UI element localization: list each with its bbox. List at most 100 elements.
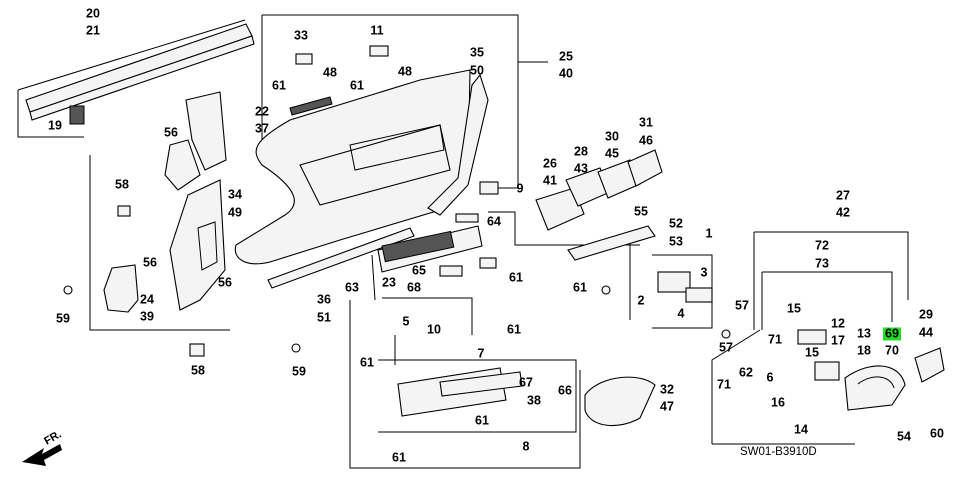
callout: 17 — [831, 333, 845, 348]
callout: 67 — [519, 375, 533, 390]
callout: 61 — [350, 78, 364, 93]
callout: 59 — [292, 364, 306, 379]
callout: 46 — [639, 133, 653, 148]
callout: 28 — [574, 144, 588, 159]
callout: 32 — [660, 382, 674, 397]
callout: 56 — [143, 255, 157, 270]
callout: 7 — [477, 346, 485, 361]
callout: 40 — [559, 66, 573, 81]
pillar-trim-part — [164, 73, 489, 216]
callout: 49 — [228, 205, 242, 220]
callout: 61 — [272, 78, 286, 93]
callout: 5 — [402, 314, 410, 329]
callout: 55 — [634, 204, 648, 219]
callout: 16 — [771, 395, 785, 410]
callout: 4 — [677, 306, 685, 321]
callout: 43 — [574, 161, 588, 176]
callout: 22 — [255, 104, 269, 119]
callout: 19 — [48, 118, 62, 133]
callout: 39 — [140, 309, 154, 324]
callout: 48 — [398, 64, 412, 79]
callout: 59 — [56, 311, 70, 326]
callout: 27 — [836, 188, 850, 203]
callout: 33 — [294, 28, 308, 43]
callout: 8 — [522, 439, 530, 454]
callout: 12 — [831, 316, 845, 331]
door-panel-part — [234, 69, 471, 289]
callout: 21 — [86, 23, 100, 38]
inside-handle-part — [657, 271, 945, 411]
callout: 57 — [735, 298, 749, 313]
callout: 61 — [360, 355, 374, 370]
callout: 1 — [705, 226, 713, 241]
callout: 61 — [509, 270, 523, 285]
callout-highlighted: 69 — [883, 326, 901, 341]
callout: 2 — [637, 293, 645, 308]
callout: 72 — [815, 238, 829, 253]
callout: 30 — [605, 129, 619, 144]
callout: 9 — [516, 181, 524, 196]
callout: 18 — [857, 343, 871, 358]
callout: 15 — [805, 345, 819, 360]
callout: 37 — [255, 121, 269, 136]
callout: 62 — [739, 365, 753, 380]
callout: 61 — [507, 322, 521, 337]
callout: 61 — [392, 450, 406, 465]
callout: 48 — [323, 65, 337, 80]
door-pocket-part — [103, 179, 226, 313]
callout: 57 — [719, 340, 733, 355]
callout: 73 — [815, 256, 829, 271]
callout: 71 — [768, 332, 782, 347]
callout: 54 — [897, 429, 911, 444]
switch-panel-part — [377, 225, 523, 417]
callout: 38 — [527, 393, 541, 408]
callout: 58 — [191, 363, 205, 378]
callout: 61 — [475, 413, 489, 428]
front-arrow-icon — [22, 444, 62, 466]
callout: 42 — [836, 205, 850, 220]
callout: 15 — [787, 301, 801, 316]
callout: 25 — [559, 49, 573, 64]
callout: 13 — [857, 326, 871, 341]
callout: 63 — [345, 280, 359, 295]
callout: 26 — [543, 156, 557, 171]
callout: 35 — [470, 45, 484, 60]
callout: 61 — [573, 280, 587, 295]
trim-pieces — [535, 149, 663, 261]
callout: 6 — [766, 370, 774, 385]
callout: 70 — [885, 343, 899, 358]
callout: 11 — [370, 23, 384, 38]
fasteners — [63, 45, 731, 357]
callout: 31 — [639, 115, 653, 130]
callout: 24 — [140, 292, 154, 307]
callout: 60 — [930, 426, 944, 441]
callout: 68 — [407, 280, 421, 295]
weatherstrip-part — [17, 19, 255, 138]
callout: 50 — [470, 63, 484, 78]
callout: 66 — [558, 383, 572, 398]
callout: 20 — [86, 6, 100, 21]
callout: 3 — [700, 265, 708, 280]
callout: 47 — [660, 399, 674, 414]
callout: 53 — [669, 234, 683, 249]
callout: 56 — [218, 275, 232, 290]
callout: 45 — [605, 146, 619, 161]
callout: 29 — [919, 307, 933, 322]
diagram-code: SW01-B3910D — [740, 446, 817, 458]
callout: 56 — [164, 125, 178, 140]
callout: 23 — [382, 275, 396, 290]
callout: 52 — [669, 216, 683, 231]
callout: 71 — [717, 377, 731, 392]
callout: 51 — [317, 310, 331, 325]
callout: 10 — [427, 322, 441, 337]
callout: 36 — [317, 292, 331, 307]
callout: 14 — [794, 422, 808, 437]
callout: 44 — [919, 325, 933, 340]
speaker-grill-part — [584, 376, 656, 427]
callout: 65 — [412, 263, 426, 278]
callout: 64 — [487, 214, 501, 229]
callout: 58 — [115, 177, 129, 192]
callout: 41 — [543, 173, 557, 188]
